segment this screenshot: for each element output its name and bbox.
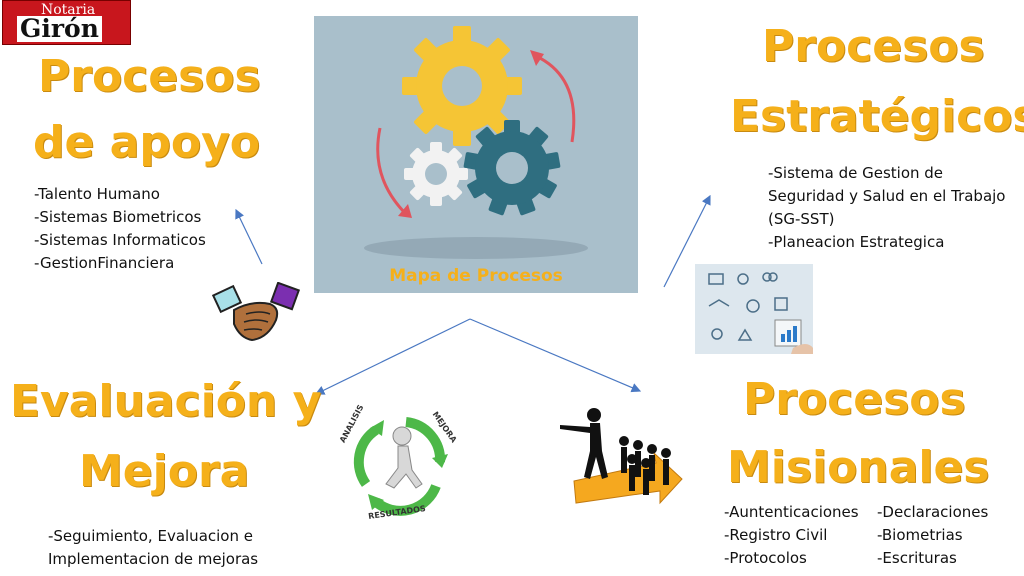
logo-line1: Notaria xyxy=(41,2,96,18)
cycle-arrows-graphic: ANALISIS MEJORA RESULTADOS xyxy=(336,403,468,522)
apoyo-item: -Talento Humano xyxy=(34,185,160,203)
leader-arrow-icon xyxy=(560,408,683,505)
misionales-list-col1: -Auntenticaciones -Registro Civil -Proto… xyxy=(724,501,859,570)
misionales-item: -Auntenticaciones xyxy=(724,503,859,521)
apoyo-item: -GestionFinanciera xyxy=(34,254,175,272)
evaluacion-item: Implementacion de mejoras xyxy=(48,550,259,568)
misionales-item: -Registro Civil xyxy=(724,526,828,544)
notaria-logo: Notaria Girón xyxy=(2,0,131,45)
misionales-item: -Declaraciones xyxy=(877,503,989,521)
estrategicos-item: -Planeacion Estrategica xyxy=(768,233,945,251)
cycle-arrows-icon xyxy=(353,417,448,516)
misionales-item: -Escrituras xyxy=(877,549,957,567)
business-puzzle-icon xyxy=(695,264,813,354)
logo-line2: Girón xyxy=(17,16,102,42)
handshake-icon xyxy=(212,282,301,342)
center-title: Mapa de Procesos xyxy=(389,266,563,286)
estrategicos-item: (SG-SST) xyxy=(768,210,835,228)
apoyo-item: -Sistemas Informaticos xyxy=(34,231,206,249)
estrategicos-title-line2: Estratégicos xyxy=(730,91,1024,142)
estrategicos-item: Seguridad y Salud en el Trabajo xyxy=(768,187,1006,205)
estrategicos-title-line1: Procesos xyxy=(762,21,985,72)
estrategicos-list: -Sistema de Gestion de Seguridad y Salud… xyxy=(768,162,1005,254)
evaluacion-list: -Seguimiento, Evaluacion e Implementacio… xyxy=(48,525,258,571)
gears-icon xyxy=(364,26,588,259)
evaluacion-title-line2: Mejora xyxy=(79,446,250,497)
apoyo-title-line1: Procesos xyxy=(38,51,261,102)
misionales-title-line2: Misionales xyxy=(727,442,990,493)
misionales-list-col2: -Declaraciones -Biometrias -Escrituras xyxy=(877,501,988,570)
misionales-item: -Biometrias xyxy=(877,526,963,544)
misionales-title-line1: Procesos xyxy=(743,374,966,425)
apoyo-item: -Sistemas Biometricos xyxy=(34,208,202,226)
apoyo-title-line2: de apoyo xyxy=(33,117,260,168)
center-process-map-panel: Mapa de Procesos xyxy=(314,16,638,293)
misionales-item: -Protocolos xyxy=(724,549,807,567)
evaluacion-item: -Seguimiento, Evaluacion e xyxy=(48,527,253,545)
evaluacion-title-line1: Evaluación y xyxy=(10,376,322,427)
apoyo-list: -Talento Humano -Sistemas Biometricos -S… xyxy=(34,183,206,275)
estrategicos-item: -Sistema de Gestion de xyxy=(768,164,944,182)
